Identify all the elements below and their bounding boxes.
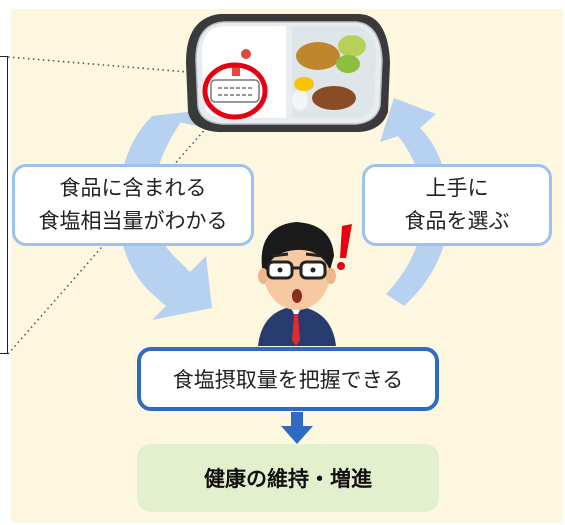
nutrition-label-icon: [210, 79, 260, 103]
salt-intake-box: 食塩摂取量を把握できる: [137, 347, 439, 411]
right-bubble: 上手に 食品を選ぶ: [362, 164, 552, 246]
right-bubble-line2: 食品を選ぶ: [404, 209, 510, 233]
right-bubble-line1: 上手に: [425, 176, 489, 200]
left-bubble: 食品に含まれる 食塩相当量がわかる: [12, 164, 254, 246]
health-result-label: 健康の維持・増進: [204, 467, 372, 491]
exclamation-icon: [337, 224, 352, 270]
health-result-box: 健康の維持・増進: [137, 444, 439, 512]
leader-line-top: [7, 56, 201, 74]
highlight-circle: [202, 62, 268, 120]
cycle-arrow-right: [380, 98, 450, 306]
left-bubble-line2: 食塩相当量がわかる: [38, 209, 228, 233]
left-bubble-line1: 食品に含まれる: [59, 176, 207, 200]
man-surprised-icon: [258, 222, 336, 346]
reference-bracket: [0, 56, 8, 354]
salt-intake-label: 食塩摂取量を把握できる: [172, 368, 404, 392]
down-arrow: [281, 412, 313, 444]
